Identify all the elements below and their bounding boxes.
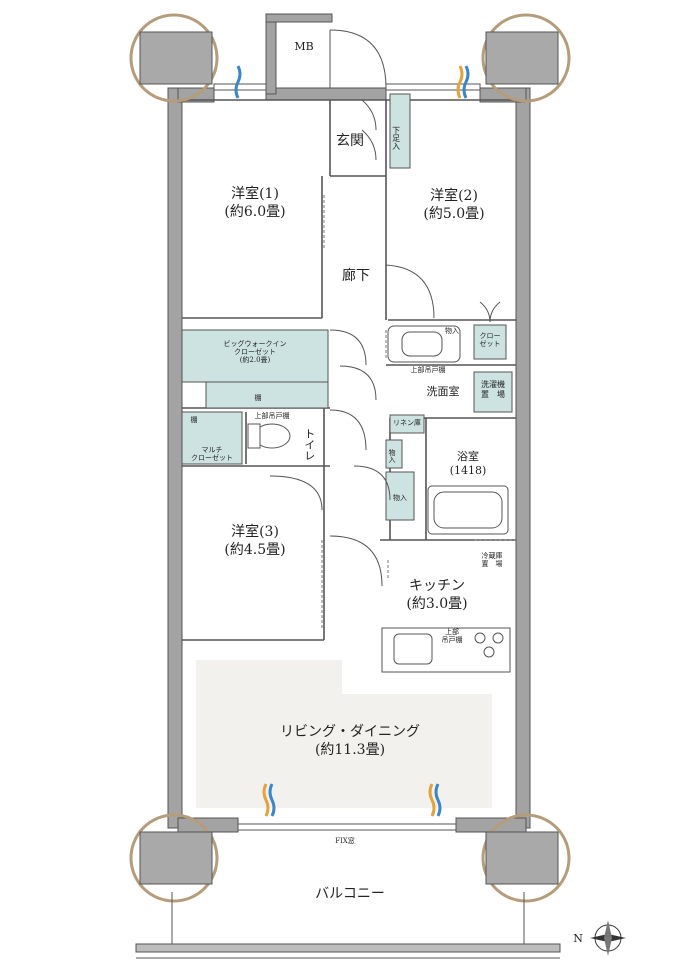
doors [269,29,501,587]
kitchen-size: (約3.0畳) [406,595,468,612]
walk-in-shelf-label: 棚 [254,394,262,402]
western1-size: (約6.0畳) [224,203,286,220]
compass-north-label: N [573,932,583,945]
fix-window-label: FIX窓 [335,837,355,845]
shoe-storage-label: 下足入 [391,126,401,150]
storage-a-label: 物入 [388,449,397,463]
washroom-upper-label: 上部吊戸棚 [410,366,446,374]
bath-size: (1418) [449,463,487,477]
multi-closet-shelf: 棚 [190,416,198,424]
bath-name: 浴室 [457,450,479,463]
storage-small-label: 物入 [445,327,459,335]
multi-closet-line1: マルチ [201,446,223,454]
western3-label: 洋室(3) (約4.5畳) [200,524,310,559]
corridor-label: 廊下 [342,268,370,284]
entrance-label: 玄関 [336,133,364,149]
fridge-line2: 置 場 [481,560,503,569]
bathtub-inner [433,491,503,529]
column-top-right [481,13,571,103]
closet2-label: クロー ゼット [474,332,506,348]
toilet-upper-label: 上部吊戸棚 [254,412,290,420]
kitchen-upper-label: 上部 吊戸棚 [438,628,466,644]
western3-size: (約4.5畳) [224,541,286,558]
wash-basin [387,325,461,363]
kitchen-name: キッチン [409,578,465,594]
walk-in-line2: クローゼット [234,348,276,357]
column-top-left [129,13,219,103]
balcony-label: バルコニー [315,886,385,902]
storage-b-label: 物入 [393,494,407,502]
compass [590,920,626,956]
washer-line2: 置 場 [481,389,505,399]
fridge-line1: 冷蔵庫 [481,552,503,560]
closet2-line1: クロー [479,332,501,340]
kitchen-counter [381,627,511,673]
bathtub [427,485,509,535]
mb-label: MB [294,40,314,53]
western3-name: 洋室(3) [231,524,279,540]
western1-label: 洋室(1) (約6.0畳) [200,186,310,221]
bath-label: 浴室 (1418) [440,450,496,478]
kitchen-label: キッチン (約3.0畳) [392,578,482,613]
toilet-tank [247,423,261,449]
multi-closet-label: マルチ クローゼット [182,446,242,462]
multi-closet-line2: クローゼット [191,454,233,463]
living-floor [196,660,492,808]
living-name: リビング・ダイニング [280,724,420,740]
living-label: リビング・ダイニング (約11.3畳) [270,724,430,759]
airflow-marks [234,65,470,817]
kitchen-upper-line1: 上部 [445,628,459,636]
washer-label: 洗濯機 置 場 [474,380,512,399]
walk-in-size: (約2.0畳) [239,356,271,365]
columns [129,13,571,903]
western2-size: (約5.0畳) [423,205,485,222]
western2-name: 洋室(2) [430,188,478,204]
dashed-lines [321,195,516,630]
living-size: (約11.3畳) [314,741,386,758]
toilet-label: トイレ [302,427,316,461]
western1-name: 洋室(1) [231,186,279,202]
walk-in-line1: ビッグウォークイン [223,340,287,348]
closet2-line2: ゼット [479,340,501,349]
fridge-label: 冷蔵庫 置 場 [472,552,512,568]
kitchen-upper-line2: 吊戸棚 [441,636,463,645]
wash-basin-bowl [401,331,443,357]
balcony-railing [135,892,561,959]
western2-label: 洋室(2) (約5.0畳) [404,188,504,223]
linen-label: リネン庫 [393,419,421,427]
walk-in-closet-label: ビッグウォークイン クローゼット (約2.0畳) [200,340,310,364]
column-bottom-left [129,813,219,903]
washer-line1: 洗濯機 [481,380,505,389]
column-bottom-right [481,813,571,903]
washroom-label: 洗面室 [426,385,460,398]
stove-burners [474,632,504,658]
kitchen-sink [393,633,433,665]
